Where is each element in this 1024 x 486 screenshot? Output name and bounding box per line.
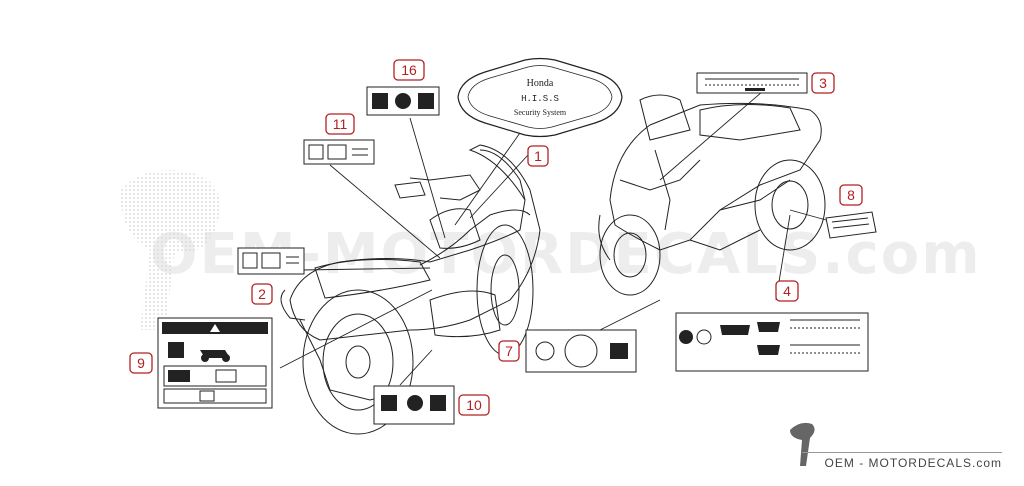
decal-7	[525, 329, 637, 373]
scooter-rear-view	[280, 144, 541, 435]
hiss-emblem: Honda H.I.S.S Security System	[457, 57, 623, 138]
callout-2[interactable]: 2	[251, 283, 273, 305]
decal-16	[366, 86, 440, 116]
footer-text: OEM - MOTORDECALS.com	[824, 456, 1002, 470]
emblem-line-2: H.I.S.S	[521, 94, 559, 104]
callout-4-label: 4	[783, 283, 791, 299]
callout-8-label: 8	[847, 187, 855, 203]
emblem-line-3: Security System	[514, 108, 567, 117]
callout-3-label: 3	[819, 75, 827, 91]
callout-10[interactable]: 10	[458, 394, 490, 416]
callout-3[interactable]: 3	[811, 72, 835, 94]
footer-divider	[802, 452, 1002, 453]
footer-logo-icon	[790, 422, 815, 466]
decal-8	[825, 211, 877, 239]
callout-9[interactable]: 9	[129, 352, 153, 374]
callout-7-label: 7	[505, 343, 513, 359]
callout-2-label: 2	[258, 286, 266, 302]
callout-11-label: 11	[333, 116, 348, 132]
callout-1[interactable]: 1	[527, 145, 549, 167]
watermark-logo	[120, 170, 220, 330]
leader-lines	[279, 84, 827, 386]
decal-4	[675, 312, 869, 372]
callout-10-label: 10	[466, 397, 482, 413]
decal-2	[237, 247, 305, 275]
callout-16[interactable]: 16	[393, 59, 425, 81]
callouts: 1 2 3 4 7 8 9	[129, 59, 863, 416]
callout-11[interactable]: 11	[325, 113, 355, 135]
callout-8[interactable]: 8	[839, 184, 863, 206]
emblem-line-1: Honda	[527, 78, 554, 89]
callout-4[interactable]: 4	[775, 280, 799, 302]
callout-9-label: 9	[137, 355, 145, 371]
callout-16-label: 16	[401, 62, 417, 78]
decal-11	[303, 139, 375, 165]
scooter-front-view	[598, 94, 826, 296]
callout-1-label: 1	[534, 148, 542, 164]
decal-3	[696, 72, 808, 94]
decal-9	[157, 317, 273, 409]
decal-10	[373, 385, 455, 425]
callout-7[interactable]: 7	[498, 340, 520, 362]
